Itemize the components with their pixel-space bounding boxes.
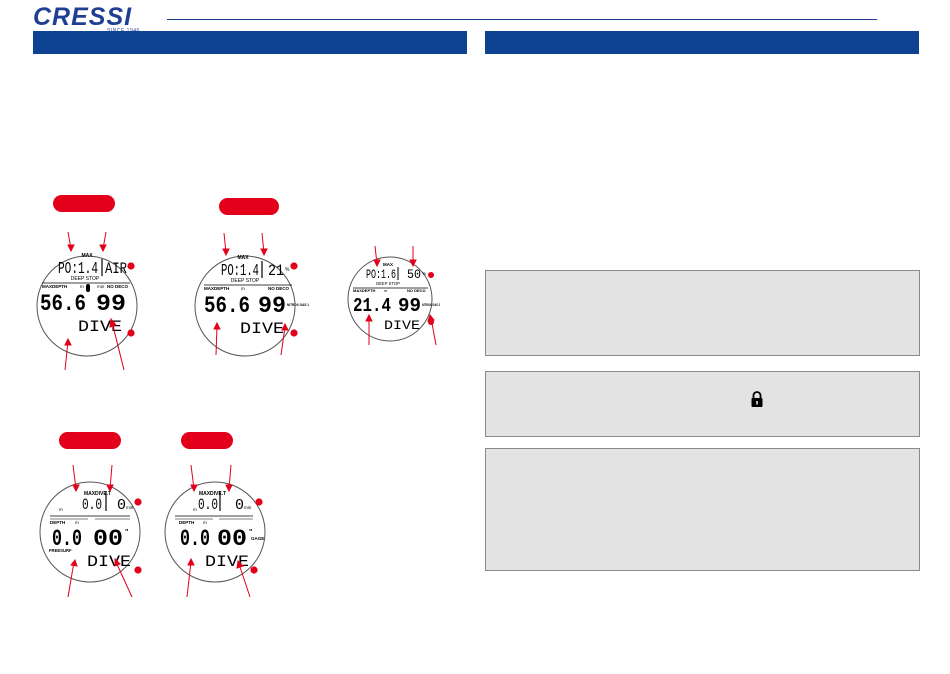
watch-button-icon	[255, 498, 263, 506]
watch-po2-value: PO:1.4	[221, 262, 259, 281]
svg-text:%: %	[422, 271, 426, 276]
watch-nitrox: MAX PO:1.4 21 % DEEP STOP MAXDEPTH m NO …	[194, 232, 309, 357]
watch-time-value: 99	[258, 293, 286, 319]
right-section-header-bar	[485, 31, 919, 54]
watch-divet-label: DIVE.T	[95, 491, 111, 497]
watch-time-value: 00	[217, 526, 247, 552]
watch-maxdepth-label: MAXDEPTH	[204, 286, 229, 291]
watch-time-value: 99	[96, 291, 126, 317]
watch-depth-value: 21.4	[353, 295, 391, 317]
watch-nodeco-label: NO DECO	[268, 286, 290, 291]
watch-depth-value: 0.0	[180, 526, 210, 552]
watch-depth-unit: m	[384, 288, 388, 293]
svg-text:": "	[125, 529, 128, 536]
watch-deepstop-label: DEEP STOP	[231, 278, 260, 284]
watch-divet-label: DIVE.T	[210, 491, 226, 497]
mode-pill-free	[59, 432, 121, 449]
watch-depth-unit: m	[241, 286, 245, 291]
watch-mode-text: DIVE	[384, 318, 420, 333]
watch-depth-label: DEPTH	[50, 520, 65, 525]
watch-depth-value: 0.0	[52, 526, 82, 552]
watch-button-icon	[127, 329, 135, 337]
watch-po2-value: PO:1.4	[58, 260, 98, 279]
watch-gage-label: GAGE	[251, 536, 264, 541]
info-panel-2	[485, 371, 920, 437]
watch-button-icon	[290, 262, 298, 270]
header-rule	[167, 19, 877, 20]
mode-pill-air	[53, 195, 115, 212]
watch-gas-label: NITROX GAS 1	[287, 303, 309, 307]
lock-icon	[751, 391, 763, 407]
watch-button-icon	[428, 272, 434, 278]
watch-depth-label: DEPTH	[179, 520, 194, 525]
watch-maxdepth-label: MAXDEPTH	[42, 284, 67, 289]
watch-max-label: MAX	[237, 255, 249, 261]
watch-max-label: MAX	[199, 491, 211, 497]
watch-time-unit: min	[244, 505, 252, 510]
logo-wordmark: CRESSI	[33, 3, 133, 31]
watch-o2-percent: 21	[268, 262, 284, 280]
watch-depth-value: 56.6	[204, 293, 250, 319]
watch-nodeco-label: NO DECO	[107, 284, 129, 289]
watch-mode-text: DIVE	[87, 553, 131, 571]
watch-button-icon	[134, 498, 142, 506]
watch-mode-text: DIVE	[240, 320, 284, 338]
watch-gauge: MAX DIVE.T 0.0 m 0 min DEPTH m 0.0 00 " …	[164, 464, 266, 598]
watch-free: MAX DIVE.T 0.0 m 0 min DEPTH m 0.0 00 " …	[39, 464, 142, 598]
watch-button-icon	[134, 566, 142, 574]
watch-gas-label: NITROX GAS 2	[422, 303, 440, 307]
watch-max-label: MAX	[81, 253, 93, 259]
watch-mode-text: DIVE	[205, 553, 249, 571]
watch-o2-percent: 50	[407, 267, 421, 282]
info-panel-1	[485, 270, 920, 356]
watch-time-unit: min	[97, 284, 105, 289]
watch-depth-unit: m	[193, 507, 197, 512]
watch-depth-unit: m	[59, 507, 63, 512]
watch-depth-unit: m	[80, 284, 84, 289]
watch-time-unit: min	[126, 505, 134, 510]
watch-gas-value: AIR	[105, 260, 127, 278]
watch-depth-value: 56.6	[40, 291, 86, 317]
watch-depth-unit: m	[75, 520, 79, 525]
watch-divet-value: 0	[235, 497, 244, 514]
info-panel-3	[485, 448, 920, 571]
watch-deepstop-label: DEEP STOP	[71, 276, 100, 282]
watch-air: MAX PO:1.4 AIR DEEP STOP MAXDEPTH m min …	[36, 231, 138, 371]
watch-freesurf-label: FREESURF	[49, 548, 72, 553]
left-section-header-bar	[33, 31, 467, 54]
watch-divet-value: 0	[117, 497, 126, 514]
watch-maxdepth-label: MAXDEPTH	[353, 288, 376, 293]
watch-time-value: 99	[398, 295, 421, 317]
watch-button-icon	[290, 329, 298, 337]
watch-time-value: 00	[93, 526, 123, 552]
watch-max-label: MAX	[383, 262, 393, 267]
watch-maxdepth-value: 0.0	[198, 496, 218, 514]
svg-text:": "	[249, 529, 252, 536]
watch-button-icon	[250, 566, 258, 574]
watch-nodeco-label: NO DECO	[407, 288, 426, 293]
watch-mode-text: DIVE	[78, 318, 122, 336]
watch-nitrox-gas2: MAX PO:1.6 50 % DEEP STOP MAXDEPTH m NO …	[347, 245, 440, 346]
svg-text:%: %	[285, 267, 290, 273]
watch-button-icon	[127, 262, 135, 270]
watch-deepstop-label: DEEP STOP	[376, 281, 400, 286]
watch-maxdepth-value: 0.0	[82, 496, 102, 514]
mode-pill-gauge	[181, 432, 233, 449]
watch-depth-unit: m	[203, 520, 207, 525]
mode-pill-nitrox	[219, 198, 279, 215]
watch-max-label: MAX	[84, 491, 96, 497]
watch-po2-value: PO:1.6	[366, 267, 396, 282]
cressi-logo: CRESSI SINCE 1946	[33, 4, 165, 34]
